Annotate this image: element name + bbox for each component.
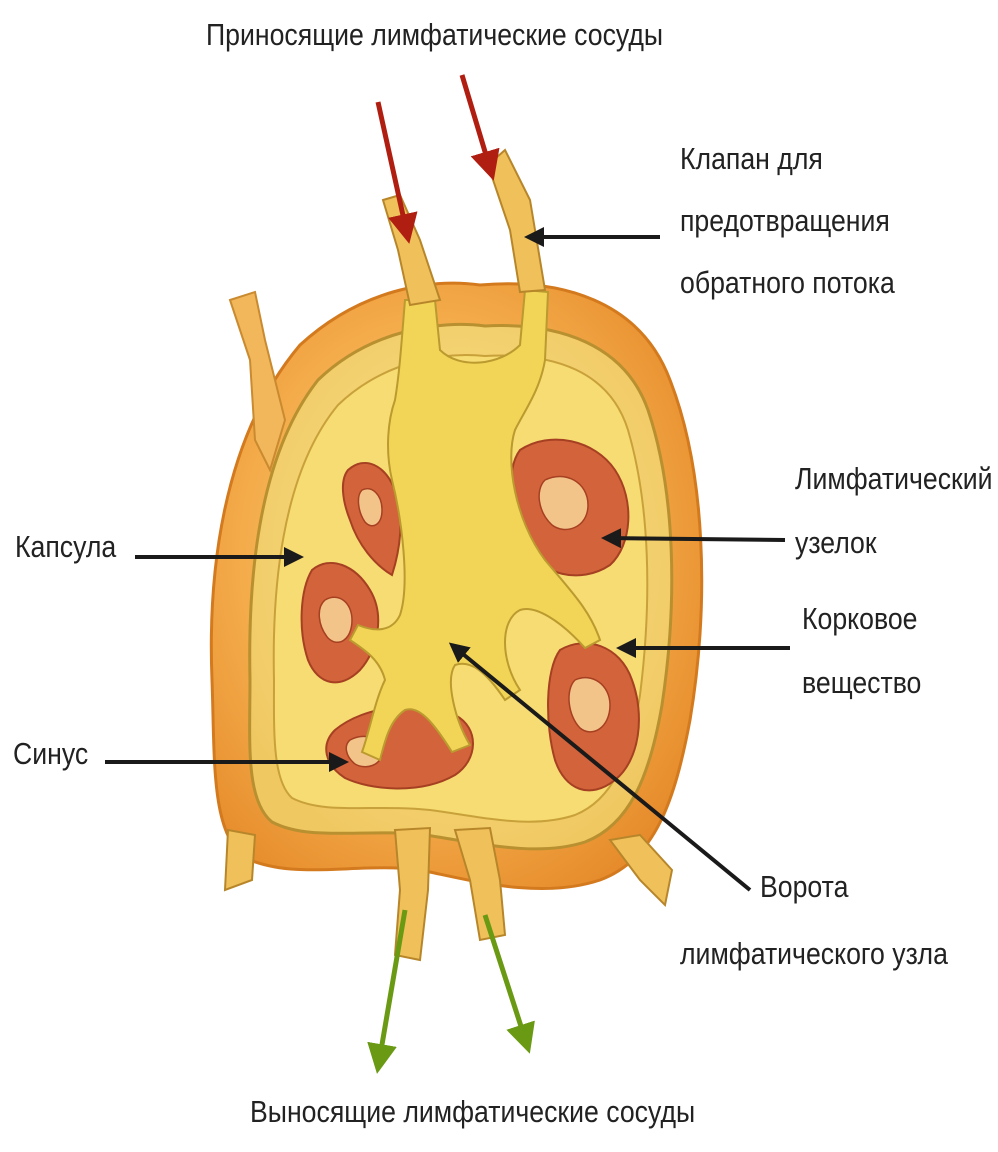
- label-capsule: Капсула: [15, 528, 116, 566]
- efferent-vessel-far-left: [225, 830, 255, 890]
- label-efferent-vessels: Выносящие лимфатические сосуды: [250, 1093, 695, 1131]
- label-afferent-vessels: Приносящие лимфатические сосуды: [206, 16, 663, 54]
- label-cortex-line2: вещество: [802, 664, 921, 702]
- label-cortex-line1: Корковое: [802, 600, 917, 638]
- label-valve-line1: Клапан для: [680, 140, 823, 178]
- afferent-arrow-right: [462, 75, 492, 175]
- efferent-arrow-left: [378, 910, 405, 1068]
- label-sinus: Синус: [13, 735, 88, 773]
- label-valve-line3: обратного потока: [680, 264, 895, 302]
- pointer-nodule: [605, 538, 785, 540]
- afferent-vessel-left: [383, 195, 440, 305]
- label-valve-line2: предотвращения: [680, 202, 890, 240]
- afferent-vessel-right: [488, 150, 545, 292]
- label-nodule-line1: Лимфатический: [795, 460, 992, 498]
- efferent-arrow-right: [485, 915, 528, 1048]
- label-nodule-line2: узелок: [795, 524, 877, 562]
- label-hilum-line1: Ворота: [760, 868, 848, 906]
- label-hilum-line2: лимфатического узла: [680, 935, 948, 973]
